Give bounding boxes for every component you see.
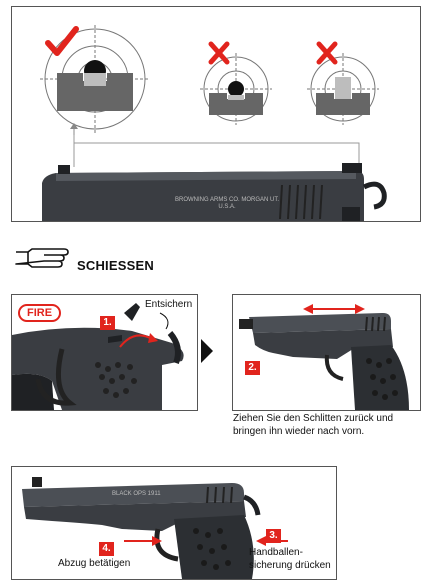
slide-panel: 2.	[232, 294, 421, 411]
sight-correct	[40, 25, 150, 135]
x-icon	[208, 41, 230, 65]
pistol-grip-closeup	[12, 303, 184, 410]
safety-panel: FIRE 1. Entsichern	[11, 294, 198, 411]
step-1-badge: 1.	[100, 316, 115, 330]
fire-panel: BLACK OPS 1911 4. Abzug betätigen 3. Han…	[11, 466, 337, 580]
safety-label: Entsichern	[145, 299, 193, 310]
sight-low	[200, 53, 272, 125]
grip-label-line2: sicherung drücken	[249, 560, 331, 571]
pistol-slide-view	[239, 304, 409, 410]
step-3-badge: 3.	[266, 529, 281, 543]
x-icon	[316, 41, 338, 65]
section-title: SCHIESSEN	[77, 258, 154, 273]
pistol-side-view	[42, 163, 387, 221]
slide-instruction-line1: Ziehen Sie den Schlitten zurück und	[233, 413, 394, 424]
sight-high	[307, 53, 379, 125]
trigger-label: Abzug betätigen	[58, 558, 131, 569]
step-4-badge: 4.	[99, 542, 114, 556]
fire-label: FIRE	[18, 304, 62, 322]
sight-alignment-panel: BROWNING ARMS CO. MORGAN UT. U.S.A.	[11, 6, 421, 222]
slide-engraving: BROWNING ARMS CO. MORGAN UT. U.S.A.	[174, 197, 279, 210]
frame-engraving: BLACK OPS 1911	[112, 491, 161, 497]
grip-label-line1: Handballen-	[249, 547, 303, 558]
slide-instruction-line2: bringen ihn wieder nach vorn.	[233, 426, 365, 437]
sight-alignment-illustration	[40, 25, 387, 221]
check-icon	[44, 25, 80, 57]
arrow-right-icon	[201, 339, 213, 363]
pointing-hand-icon	[14, 246, 70, 270]
step-2-badge: 2.	[245, 361, 260, 375]
